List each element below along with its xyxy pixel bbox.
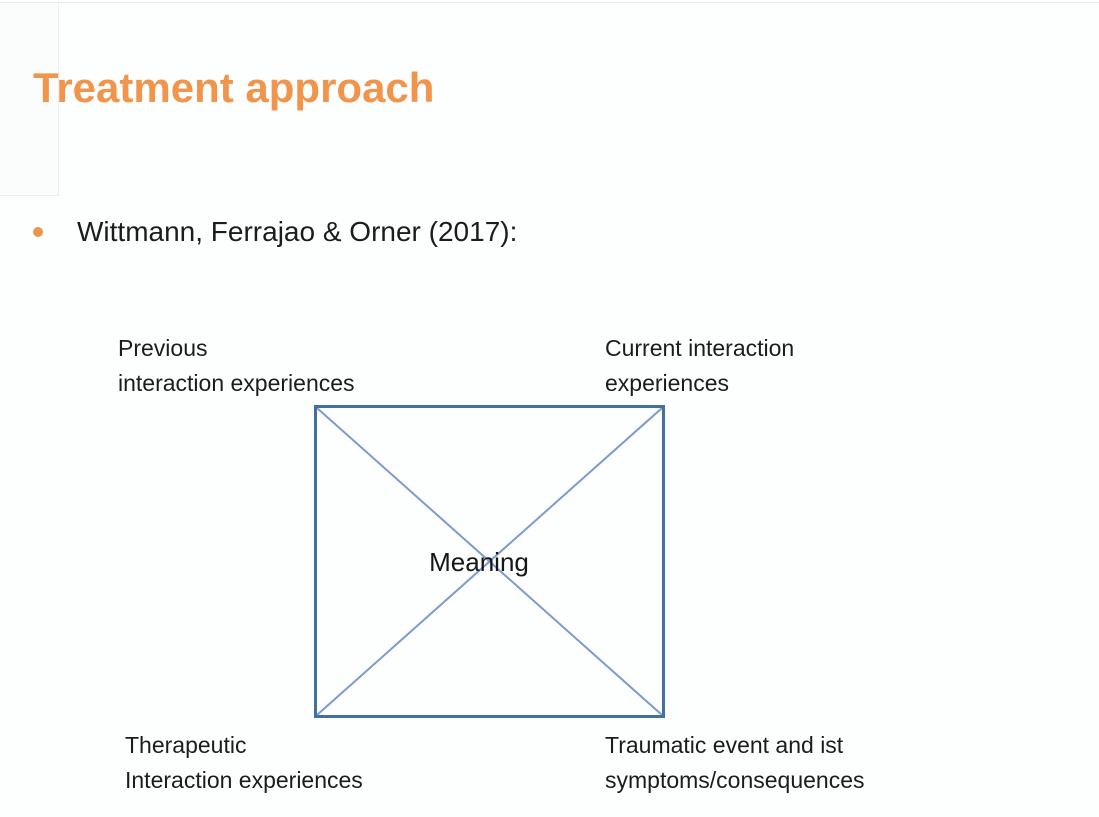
label-therapeutic-interaction-experiences: Therapeutic Interaction experiences xyxy=(125,732,363,793)
placeholder-outline xyxy=(0,3,59,196)
slide-title: Treatment approach xyxy=(33,64,435,111)
citation-text: Wittmann, Ferrajao & Orner (2017): xyxy=(77,216,518,247)
label-current-interaction-experiences: Current interaction experiences xyxy=(605,335,795,396)
bullet-icon xyxy=(33,227,43,237)
label-previous-interaction-experiences: Previous interaction experiences xyxy=(118,335,355,396)
diagonal-line-tr-bl xyxy=(317,408,662,715)
label-traumatic-event-symptoms: Traumatic event and ist symptoms/consequ… xyxy=(605,732,865,793)
diagonal-cross xyxy=(317,408,662,715)
top-divider xyxy=(0,2,1099,3)
meaning-label: Meaning xyxy=(429,547,529,577)
bullet-item: Wittmann, Ferrajao & Orner (2017): xyxy=(33,214,517,250)
meaning-box xyxy=(314,405,665,718)
